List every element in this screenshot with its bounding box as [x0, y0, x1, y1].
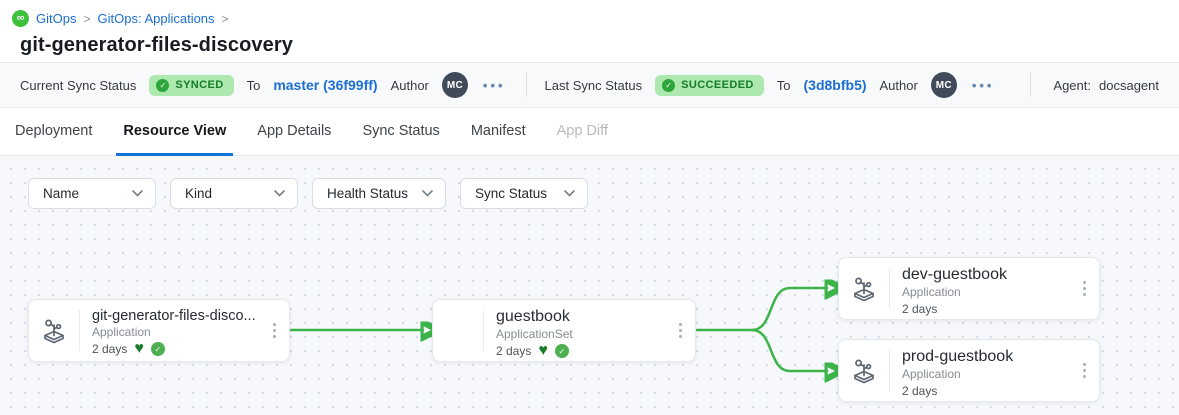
graph-node-prod-guestbook[interactable]: prod-guestbook Application 2 days	[838, 339, 1100, 402]
filter-label: Sync Status	[475, 186, 548, 201]
node-title: guestbook	[496, 308, 570, 325]
filter-label: Kind	[185, 186, 213, 201]
application-icon	[839, 258, 889, 319]
tab-app-diff: App Diff	[556, 122, 608, 139]
node-body: dev-guestbook Application 2 days	[890, 258, 1073, 319]
last-sync-status-label: Last Sync Status	[544, 77, 643, 93]
last-author-label: Author	[879, 77, 918, 93]
node-menu-kebab-icon[interactable]	[1073, 258, 1099, 319]
agent-group: Agent: docsagent	[1025, 73, 1159, 97]
node-age: 2 days	[496, 344, 532, 358]
last-sync-badge-text: SUCCEEDED	[681, 79, 754, 91]
node-body: git-generator-files-disco... Application…	[80, 300, 263, 361]
synced-check-icon: ✓	[554, 344, 569, 358]
filter-name-dropdown[interactable]: Name	[28, 178, 156, 209]
resource-graph: Name Kind Health Status Sync Status	[0, 156, 1179, 415]
current-author-avatar: MC	[441, 72, 468, 98]
node-meta: 2 days	[902, 384, 1073, 398]
node-age: 2 days	[902, 302, 938, 316]
page-header: ∞ GitOps > GitOps: Applications > git-ge…	[0, 0, 1179, 62]
agent-value: docsagent	[1099, 77, 1159, 93]
node-kind: Application	[92, 325, 151, 339]
breadcrumb: ∞ GitOps > GitOps: Applications >	[12, 10, 1159, 27]
node-meta: 2 days ♥ ✓	[92, 340, 263, 357]
current-to-label: To	[246, 77, 261, 93]
health-heart-icon: ♥	[538, 342, 548, 359]
divider	[79, 310, 80, 351]
current-more-options-icon[interactable]: •••	[482, 77, 506, 93]
current-sync-badge-text: SYNCED	[175, 79, 224, 91]
filter-kind-dropdown[interactable]: Kind	[170, 178, 298, 209]
health-heart-icon: ♥	[134, 340, 144, 357]
node-title: git-generator-files-disco...	[92, 308, 256, 324]
current-author-label: Author	[390, 77, 429, 93]
node-title: prod-guestbook	[902, 348, 1014, 365]
gitops-logo-icon: ∞	[12, 10, 29, 27]
divider	[889, 350, 890, 391]
tab-manifest[interactable]: Manifest	[470, 122, 526, 139]
node-kind: Application	[902, 285, 961, 299]
last-author-avatar: MC	[930, 72, 957, 98]
divider	[1030, 73, 1032, 97]
application-icon	[839, 340, 889, 401]
current-sync-status-label: Current Sync Status	[20, 77, 137, 93]
node-menu-kebab-icon[interactable]	[1073, 340, 1099, 401]
application-icon	[29, 300, 79, 361]
node-title: dev-guestbook	[902, 266, 1007, 283]
page-title: git-generator-files-discovery	[20, 34, 293, 56]
node-body: guestbook ApplicationSet 2 days ♥ ✓	[484, 300, 669, 361]
breadcrumb-separator: >	[221, 11, 229, 26]
last-revision-link[interactable]: (3d8bfb5)	[803, 77, 867, 93]
node-meta: 2 days ♥ ✓	[496, 342, 669, 359]
filter-bar: Name Kind Health Status Sync Status	[28, 178, 588, 209]
graph-node-dev-guestbook[interactable]: dev-guestbook Application 2 days	[838, 257, 1100, 320]
node-body: prod-guestbook Application 2 days	[890, 340, 1073, 401]
node-meta: 2 days	[902, 302, 1073, 316]
last-sync-status-badge: ✓ SUCCEEDED	[655, 74, 764, 96]
chevron-down-icon	[274, 190, 285, 197]
node-icon-placeholder	[433, 300, 483, 361]
node-kind: ApplicationSet	[496, 327, 573, 341]
filter-label: Health Status	[327, 186, 409, 201]
node-menu-kebab-icon[interactable]	[263, 300, 289, 361]
tab-deployment[interactable]: Deployment	[15, 122, 93, 139]
tab-sync-status[interactable]: Sync Status	[362, 122, 440, 139]
filter-sync-status-dropdown[interactable]: Sync Status	[460, 178, 588, 209]
filter-label: Name	[43, 186, 80, 201]
chevron-down-icon	[422, 190, 433, 197]
check-circle-icon: ✓	[662, 78, 676, 92]
sync-status-bar: Current Sync Status ✓ SYNCED To master (…	[0, 62, 1179, 108]
check-circle-icon: ✓	[156, 78, 170, 92]
tab-app-details[interactable]: App Details	[257, 122, 332, 139]
tab-resource-view[interactable]: Resource View	[116, 108, 234, 156]
agent-label: Agent:	[1053, 77, 1091, 93]
synced-check-icon: ✓	[150, 342, 165, 356]
divider	[483, 310, 484, 351]
divider	[889, 268, 890, 309]
last-to-label: To	[776, 77, 791, 93]
last-more-options-icon[interactable]: •••	[971, 77, 995, 93]
node-kind: Application	[902, 367, 961, 381]
node-age: 2 days	[902, 384, 938, 398]
breadcrumb-link-gitops[interactable]: GitOps	[36, 11, 77, 26]
chevron-down-icon	[564, 190, 575, 197]
divider	[525, 73, 527, 97]
current-sync-status-badge: ✓ SYNCED	[149, 74, 234, 96]
current-revision-link[interactable]: master (36f99ff)	[273, 77, 378, 93]
graph-node-guestbook[interactable]: guestbook ApplicationSet 2 days ♥ ✓	[432, 299, 696, 362]
graph-node-git-generator-files-discovery[interactable]: git-generator-files-disco... Application…	[28, 299, 290, 362]
breadcrumb-separator: >	[83, 11, 91, 26]
breadcrumb-link-applications[interactable]: GitOps: Applications	[97, 11, 215, 26]
node-menu-kebab-icon[interactable]	[669, 300, 695, 361]
chevron-down-icon	[132, 190, 143, 197]
node-age: 2 days	[92, 342, 128, 356]
tab-bar: Deployment Resource View App Details Syn…	[0, 108, 1179, 156]
filter-health-status-dropdown[interactable]: Health Status	[312, 178, 446, 209]
